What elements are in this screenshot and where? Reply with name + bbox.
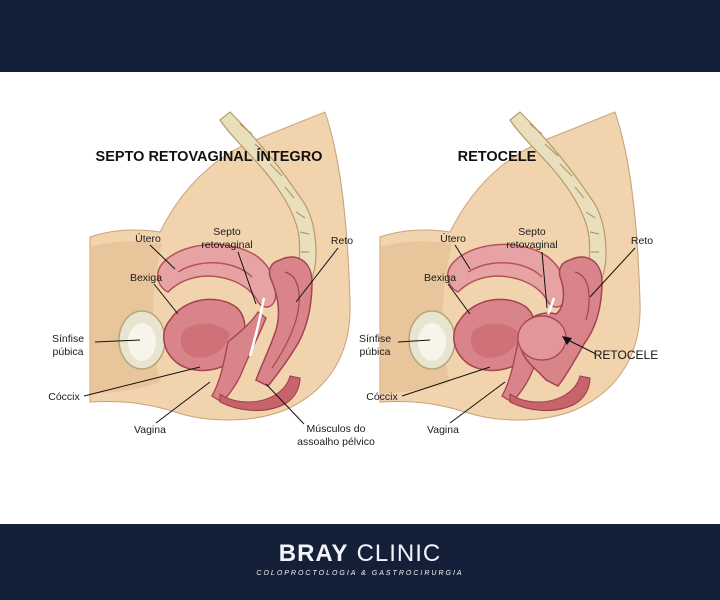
label-septo-2: retovaginal bbox=[506, 239, 557, 251]
labels-retocele: Útero Septo retovaginal Reto Bexiga Sínf… bbox=[359, 226, 658, 436]
brand-name-light: CLINIC bbox=[356, 540, 442, 567]
label-bexiga: Bexiga bbox=[130, 272, 162, 284]
label-sinfise-1: Sínfise bbox=[359, 333, 391, 345]
panel-title-normal: SEPTO RETOVAGINAL ÍNTEGRO bbox=[96, 148, 323, 165]
label-sinfise-1: Sínfise bbox=[52, 333, 84, 345]
label-reto: Reto bbox=[331, 235, 353, 247]
label-septo-1: Septo bbox=[213, 226, 241, 238]
label-reto: Reto bbox=[631, 235, 653, 247]
label-utero: Útero bbox=[135, 232, 161, 245]
label-coccix: Cóccix bbox=[366, 391, 398, 403]
label-septo-2: retovaginal bbox=[201, 239, 252, 251]
brand-logo: BRAY CLINIC COLOPROCTOLOGIA & GASTROCIRUR… bbox=[0, 540, 720, 577]
label-coccix: Cóccix bbox=[48, 391, 80, 403]
label-septo-1: Septo bbox=[518, 226, 546, 238]
label-vagina: Vagina bbox=[134, 424, 166, 436]
label-bexiga: Bexiga bbox=[424, 272, 456, 284]
label-utero: Útero bbox=[440, 232, 466, 245]
brand-name-bold: BRAY bbox=[278, 540, 349, 567]
panel-title-retocele: RETOCELE bbox=[458, 149, 537, 165]
top-banner bbox=[0, 0, 720, 72]
panel-retocele bbox=[379, 111, 641, 421]
label-musculos-1: Músculos do bbox=[307, 423, 366, 435]
label-vagina: Vagina bbox=[427, 424, 459, 436]
anatomy-illustration: SEPTO RETOVAGINAL ÍNTEGRO RETOCELE Útero… bbox=[48, 111, 658, 448]
label-musculos-2: assoalho pélvico bbox=[297, 436, 375, 448]
label-retocele: RETOCELE bbox=[594, 348, 658, 362]
label-sinfise-2: púbica bbox=[53, 346, 84, 358]
label-sinfise-2: púbica bbox=[360, 346, 391, 358]
brand-tagline: COLOPROCTOLOGIA & GASTROCIRURGIA bbox=[256, 570, 464, 577]
labels-normal: Útero Septo retovaginal Reto Bexiga Sínf… bbox=[48, 226, 375, 448]
footer-banner bbox=[0, 524, 720, 600]
